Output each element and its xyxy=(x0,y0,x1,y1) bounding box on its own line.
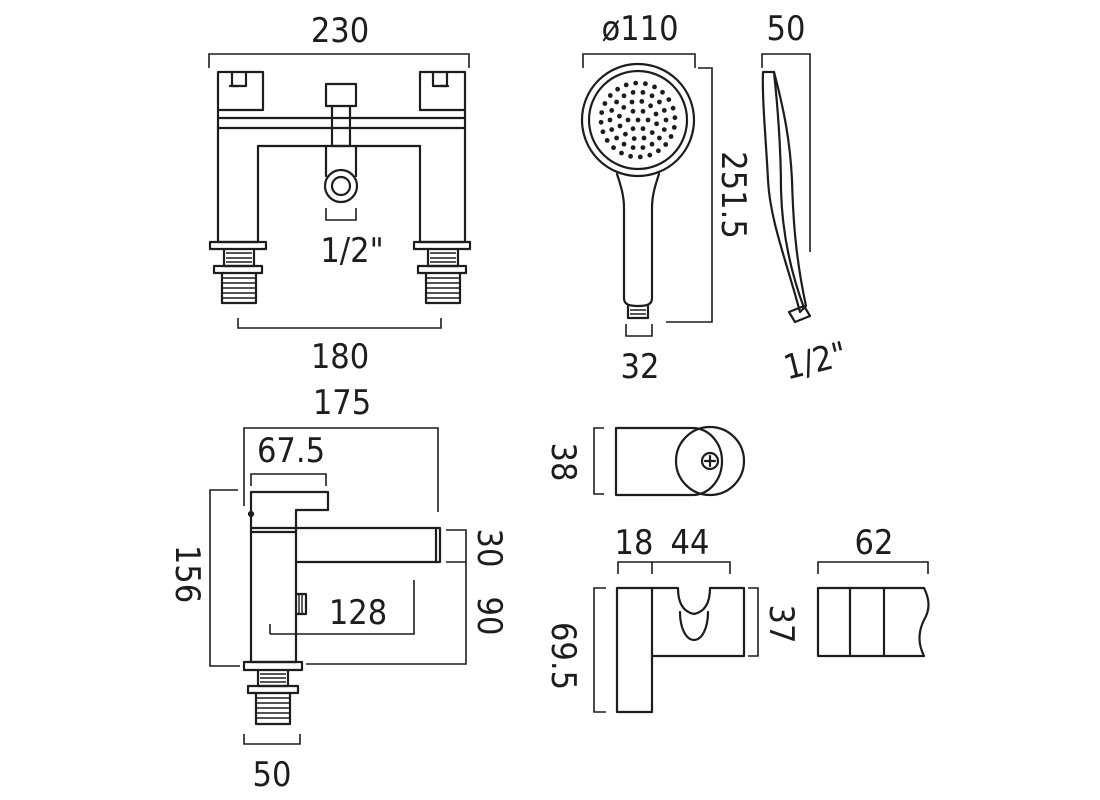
nozzle-dot xyxy=(623,82,629,88)
dim-37: 37 xyxy=(761,605,801,644)
nozzle-dot xyxy=(633,80,639,86)
nozzle-dot xyxy=(649,130,655,136)
dim-38: 38 xyxy=(543,443,583,482)
handset-side-view: 50 1/2" xyxy=(761,9,851,388)
nozzle-dot xyxy=(614,135,619,141)
nozzle-dot xyxy=(657,99,662,105)
nozzle-dot xyxy=(649,141,655,147)
nozzle-dot xyxy=(607,117,613,123)
dim-175: 175 xyxy=(313,383,371,423)
nozzle-dot xyxy=(639,99,645,104)
nozzle-dot xyxy=(672,115,678,121)
nozzle-pattern xyxy=(598,80,678,160)
nozzle-dot xyxy=(647,152,653,158)
nozzle-dot xyxy=(611,145,616,151)
bracket-front-view: 18 44 69.5 37 xyxy=(543,523,801,714)
nozzle-dot xyxy=(630,126,636,132)
dim-50: 50 xyxy=(767,9,806,49)
nozzle-dot xyxy=(661,108,667,113)
dim-32: 32 xyxy=(621,347,660,387)
nozzle-dot xyxy=(631,136,637,142)
nozzle-dot xyxy=(643,81,648,87)
nozzle-dot xyxy=(609,127,615,132)
nozzle-dot xyxy=(623,131,628,137)
nozzle-dot xyxy=(640,108,646,114)
nozzle-dot xyxy=(660,89,665,95)
nozzle-dot xyxy=(637,154,643,160)
nozzle-dot xyxy=(640,126,646,132)
dim-156: 156 xyxy=(167,545,207,603)
nozzle-dot xyxy=(657,135,662,141)
dim-handset-length: 251.5 xyxy=(713,151,753,239)
nozzle-dot xyxy=(666,97,672,102)
nozzle-dot xyxy=(615,86,620,92)
nozzle-dot xyxy=(617,113,622,119)
dim-44: 44 xyxy=(671,523,710,563)
nozzle-dot xyxy=(654,121,659,127)
nozzle-dot xyxy=(604,138,610,143)
faucet-front-view: 230 1/2" xyxy=(208,11,472,377)
nozzle-dot xyxy=(617,123,623,129)
nozzle-dot xyxy=(629,99,635,105)
nozzle-dot xyxy=(663,117,669,123)
nozzle-dot xyxy=(668,134,674,139)
dim-128: 128 xyxy=(329,593,387,633)
nozzle-dot xyxy=(663,142,669,147)
nozzle-dot xyxy=(640,145,646,151)
bracket-side-view: 62 xyxy=(816,523,930,658)
nozzle-dot xyxy=(652,84,657,90)
bracket-top-view: 38 xyxy=(543,425,746,497)
nozzle-dot xyxy=(625,117,631,123)
dim-18: 18 xyxy=(615,523,654,563)
nozzle-dot xyxy=(614,99,619,105)
dim-inlet-handset: 1/2" xyxy=(780,334,851,388)
nozzle-dot xyxy=(630,90,636,95)
nozzle-dot xyxy=(628,153,633,159)
nozzle-dot xyxy=(649,93,655,99)
nozzle-dot xyxy=(600,129,606,135)
nozzle-dot xyxy=(670,105,676,111)
dim-62: 62 xyxy=(855,523,894,563)
dim-180: 180 xyxy=(311,337,369,377)
handset-front-view: ø110 251.5 32 xyxy=(580,9,753,387)
dim-diameter: ø110 xyxy=(601,9,678,49)
nozzle-dot xyxy=(661,127,667,132)
dim-69-5: 69.5 xyxy=(543,622,583,690)
nozzle-dot xyxy=(635,117,641,123)
nozzle-dot xyxy=(653,111,659,117)
nozzle-dot xyxy=(599,110,605,115)
dim-67-5: 67.5 xyxy=(257,431,325,471)
nozzle-dot xyxy=(609,108,615,113)
nozzle-dot xyxy=(598,119,604,125)
nozzle-dot xyxy=(619,150,624,156)
nozzle-dot xyxy=(656,148,661,154)
nozzle-dot xyxy=(671,125,677,130)
nozzle-dot xyxy=(621,93,627,99)
nozzle-dot xyxy=(607,93,613,98)
dim-50-base: 50 xyxy=(253,755,292,795)
dim-30: 30 xyxy=(469,529,509,568)
nozzle-dot xyxy=(641,135,647,141)
dim-230: 230 xyxy=(311,11,369,51)
nozzle-dot xyxy=(630,108,636,114)
nozzle-dot xyxy=(645,117,651,123)
nozzle-dot xyxy=(630,145,636,151)
dim-90: 90 xyxy=(469,597,509,636)
faucet-side-view: 175 67.5 156 30 90 128 xyxy=(167,383,509,795)
nozzle-dot xyxy=(648,103,653,109)
nozzle-dot xyxy=(621,105,627,110)
nozzle-dot xyxy=(602,101,608,106)
dim-inlet-front: 1/2" xyxy=(320,231,383,271)
nozzle-dot xyxy=(621,141,627,147)
nozzle-dot xyxy=(640,90,646,95)
